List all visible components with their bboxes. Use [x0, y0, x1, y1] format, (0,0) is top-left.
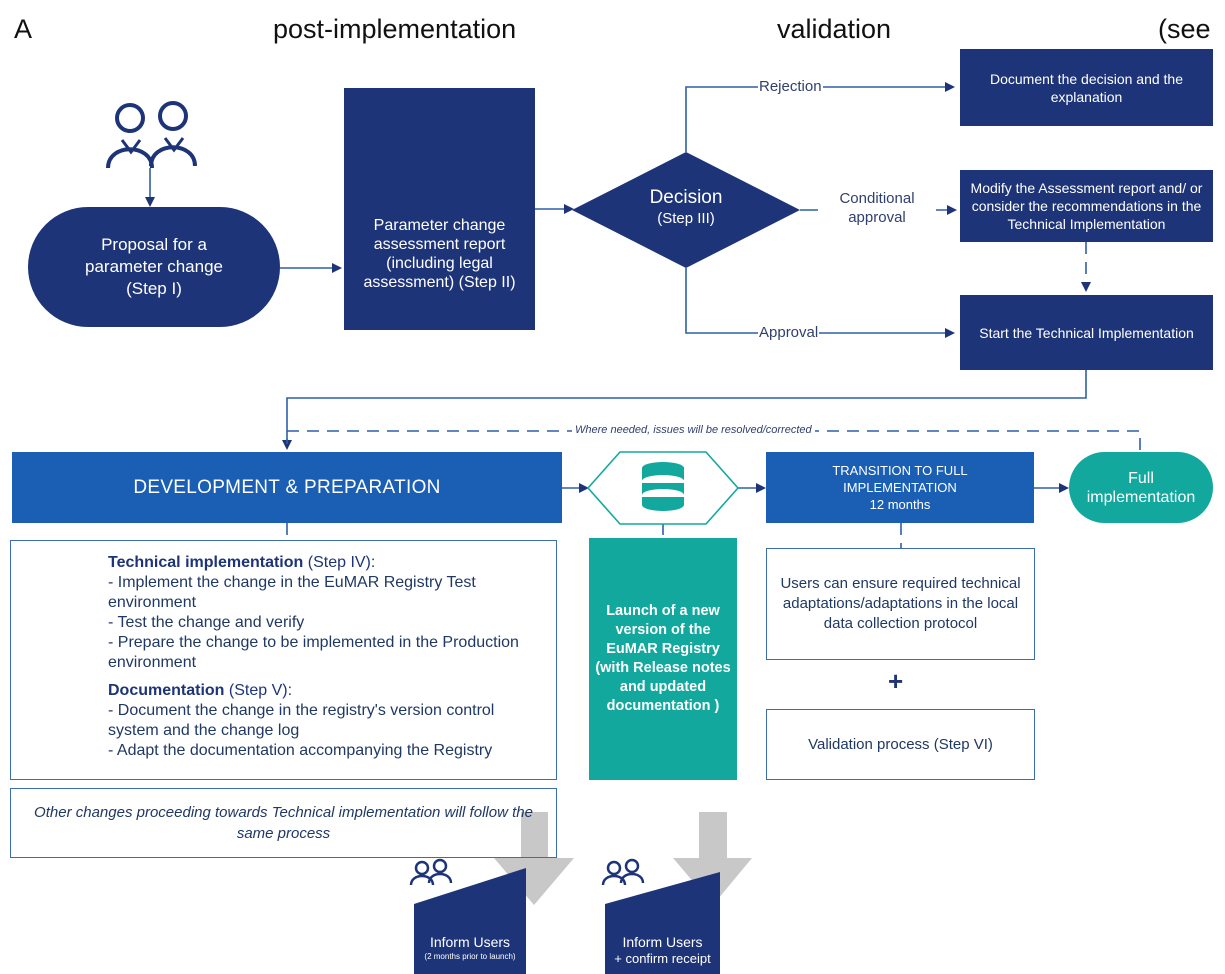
technical-title: Technical implementation	[108, 554, 304, 571]
step1-proposal: Proposal for a parameter change (Step I)	[28, 207, 280, 327]
users-icon	[106, 101, 197, 169]
documentation-step: (Step V):	[228, 682, 293, 699]
users-adaptations-label: Users can ensure required technical adap…	[780, 575, 1021, 632]
full-implementation-label: Full implementation	[1086, 469, 1196, 506]
documentation-section: Documentation (Step V): - Document the c…	[108, 681, 548, 761]
feedback-loop-label: Where needed, issues will be resolved/co…	[572, 423, 815, 438]
document-decision-box: Document the decision and the explanatio…	[960, 49, 1213, 126]
users-adaptations-box: Users can ensure required technical adap…	[766, 548, 1035, 660]
documentation-title: Documentation	[108, 682, 225, 699]
development-details-panel	[10, 540, 557, 780]
inform-users-shape-2	[605, 872, 720, 974]
documentation-heading: Documentation (Step V):	[108, 681, 548, 701]
database-icon	[642, 462, 684, 511]
validation-label: Validation process (Step VI)	[808, 736, 993, 753]
step2-label: Parameter change assessment report (incl…	[363, 217, 516, 291]
documentation-item-1: - Document the change in the registry's …	[108, 702, 495, 739]
step2-assessment-box: Parameter change assessment report (incl…	[344, 88, 535, 330]
inform-users-2-text: Inform Users + confirm receipt	[605, 934, 720, 967]
connector-start-development	[282, 370, 1087, 450]
transition-duration: 12 months	[869, 497, 931, 512]
inform-users-shape-1	[414, 868, 526, 974]
transition-title: TRANSITION TO FULL IMPLEMENTATION	[832, 463, 968, 495]
start-technical-box: Start the Technical Implementation	[960, 295, 1213, 370]
launch-new-version-box: Launch of a new version of the EuMAR Reg…	[589, 538, 737, 780]
grey-arrow-2	[673, 812, 752, 905]
development-title: DEVELOPMENT & PREPARATION	[133, 476, 441, 498]
modify-report-label: Modify the Assessment report and/ or con…	[970, 180, 1203, 232]
inform-users-1-title: Inform Users	[429, 934, 511, 950]
decision-title: Decision	[649, 187, 723, 208]
decision-step: (Step III)	[657, 210, 715, 227]
inform-users-2-note: + confirm receipt	[614, 951, 711, 966]
connector-approval	[685, 268, 955, 338]
header-text-a: A	[14, 14, 33, 44]
technical-item-2: - Test the change and verify	[108, 614, 305, 631]
rejection-label: Rejection	[758, 77, 823, 96]
documentation-item-2: - Adapt the documentation accompanying t…	[108, 742, 493, 759]
grey-arrow-1	[494, 812, 574, 905]
full-implementation-node: Full implementation	[1069, 452, 1213, 523]
transition-box: TRANSITION TO FULL IMPLEMENTATION 12 mon…	[766, 452, 1034, 523]
inform-users-1-text: Inform Users (2 months prior to launch)	[414, 934, 526, 962]
technical-implementation-section: Technical implementation (Step IV): - Im…	[108, 553, 548, 673]
inform-users-icon-1	[409, 858, 453, 886]
document-decision-label: Document the decision and the explanatio…	[989, 70, 1183, 105]
launch-label: Launch of a new version of the EuMAR Reg…	[595, 603, 731, 714]
technical-step: (Step IV):	[307, 554, 376, 571]
development-preparation-bar: DEVELOPMENT & PREPARATION	[12, 452, 562, 523]
technical-item-3: - Prepare the change to be implemented i…	[108, 634, 519, 671]
technical-item-1: - Implement the change in the EuMAR Regi…	[108, 574, 476, 611]
approval-label: Approval	[758, 323, 820, 342]
step1-label: Proposal for a parameter change (Step I)	[85, 235, 223, 298]
header-text-c: validation	[777, 14, 892, 44]
other-changes-label: Other changes proceeding towards Technic…	[34, 804, 533, 842]
inform-users-1-note: (2 months prior to launch)	[424, 952, 516, 961]
plus-sign: +	[888, 666, 904, 696]
header-text-d: (see	[1158, 14, 1211, 44]
inform-users-icon-2	[601, 858, 645, 886]
start-technical-label: Start the Technical Implementation	[979, 324, 1194, 341]
decision-text: Decision (Step III)	[612, 186, 760, 229]
technical-heading: Technical implementation (Step IV):	[108, 553, 548, 573]
decision-diamond	[572, 152, 800, 268]
modify-report-box: Modify the Assessment report and/ or con…	[960, 170, 1213, 242]
other-changes-box: Other changes proceeding towards Technic…	[10, 788, 557, 858]
conditional-label: Conditional approval	[818, 189, 936, 227]
validation-box: Validation process (Step VI)	[766, 709, 1035, 780]
connector-rejection	[685, 82, 955, 152]
header-text-b: post-implementation	[273, 14, 517, 44]
inform-users-2-title: Inform Users	[622, 934, 703, 950]
